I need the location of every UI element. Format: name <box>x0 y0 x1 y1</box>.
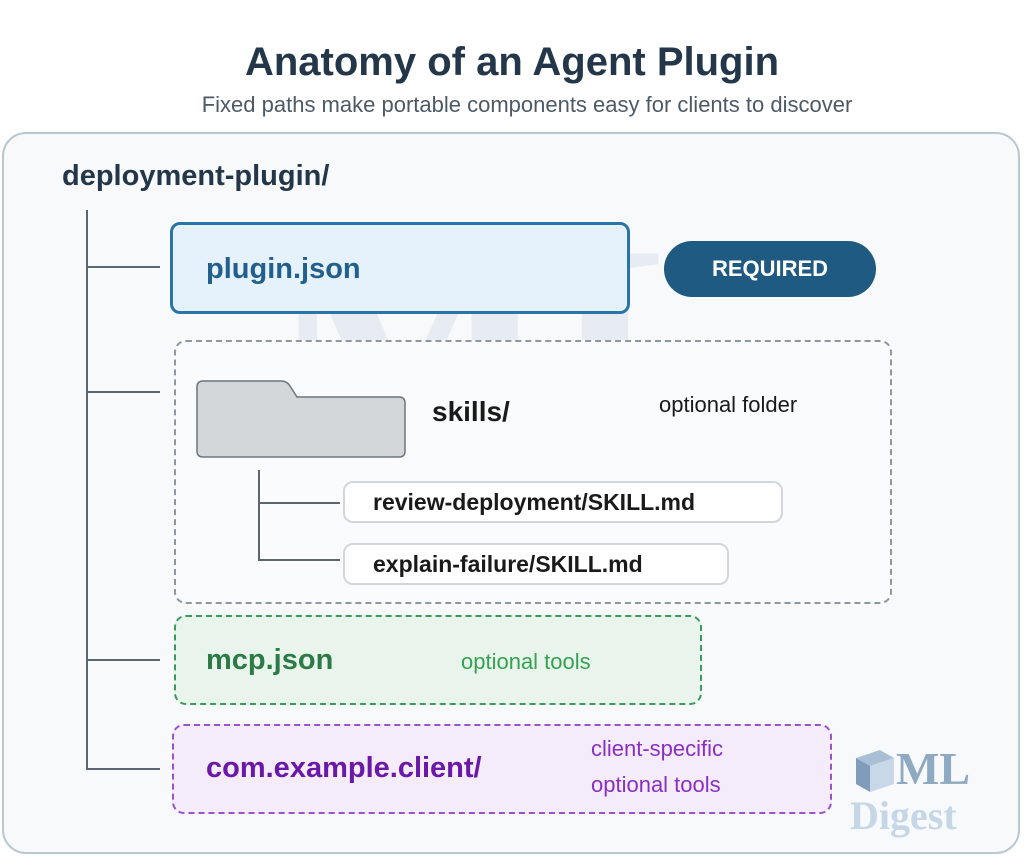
client-folder-label: com.example.client/ <box>206 752 482 784</box>
mcp-json-box <box>174 615 702 705</box>
root-folder-label: deployment-plugin/ <box>62 160 330 192</box>
tree-branch-plugin <box>86 266 160 268</box>
plugin-json-box <box>170 222 630 314</box>
skills-folder-label: skills/ <box>432 396 510 427</box>
book-icon <box>856 750 894 792</box>
mcp-json-label: mcp.json <box>206 644 334 676</box>
mcp-optional-note: optional tools <box>461 649 591 674</box>
plugin-json-label: plugin.json <box>206 253 361 285</box>
skills-subtree-trunk <box>258 470 260 560</box>
required-badge: REQUIRED <box>664 241 876 297</box>
client-folder-box <box>172 724 832 814</box>
skills-branch-file2 <box>258 559 340 561</box>
tree-branch-mcp <box>86 659 160 661</box>
tree-trunk-line <box>86 210 88 770</box>
diagram-subtitle: Fixed paths make portable components eas… <box>201 92 853 117</box>
diagram-title: Anatomy of an Agent Plugin <box>244 40 780 84</box>
folder-icon <box>196 380 406 458</box>
logo-ml-text: ML <box>896 743 971 794</box>
logo-digest-text: Digest <box>850 793 957 838</box>
skill-file-review-deployment: review-deployment/SKILL.md <box>343 481 783 523</box>
tree-branch-skills <box>86 391 160 393</box>
client-note-line2: optional tools <box>591 772 721 797</box>
ml-digest-logo: ML Digest <box>848 742 1018 842</box>
skills-branch-file1 <box>258 502 340 504</box>
skills-optional-note: optional folder <box>659 392 798 417</box>
tree-branch-client <box>86 768 160 770</box>
skill-file-explain-failure: explain-failure/SKILL.md <box>343 543 729 585</box>
client-note-line1: client-specific <box>591 736 724 761</box>
